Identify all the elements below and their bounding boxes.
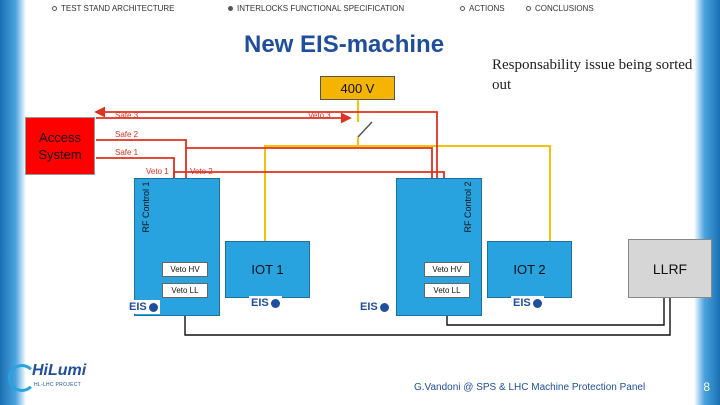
veto-ll-box-2: Veto LL: [424, 283, 470, 298]
right-decor-strip: [694, 0, 720, 405]
eis-logo-4: EIS: [511, 296, 544, 310]
eis-logo-2: EIS: [249, 296, 282, 310]
slide-title: New EIS-machine: [244, 31, 445, 58]
veto1-label: Veto 1: [146, 167, 169, 176]
bullet-icon: [526, 6, 531, 12]
iot-1-box: IOT 1: [225, 241, 310, 298]
nav-item-actions[interactable]: ACTIONS: [460, 4, 505, 13]
power-switch: [357, 121, 373, 138]
eis-logo-1: EIS: [127, 300, 160, 314]
hilumi-logo: HiLumi HL-LHC PROJECT: [8, 360, 96, 396]
access-system-box: Access System: [25, 117, 95, 175]
veto2-label: Veto 2: [190, 167, 213, 176]
eis-emblem-icon: [148, 302, 158, 312]
nav-item-test-stand[interactable]: TEST STAND ARCHITECTURE: [52, 4, 175, 13]
bullet-icon: [460, 6, 465, 12]
veto-hv-box-2: Veto HV: [424, 262, 470, 277]
supply-400v-box: 400 V: [320, 76, 395, 100]
eis-emblem-icon: [270, 298, 280, 308]
bullet-icon: [228, 6, 233, 12]
eis-emblem-icon: [532, 298, 542, 308]
eis-emblem-icon: [379, 302, 389, 312]
footer-text: G.Vandoni @ SPS & LHC Machine Protection…: [414, 382, 646, 393]
safe2-label: Safe 2: [115, 130, 139, 139]
eis-logo-3: EIS: [358, 300, 391, 314]
veto-hv-box-1: Veto HV: [162, 262, 208, 277]
swoosh-icon: [8, 364, 36, 392]
llrf-box: LLRF: [628, 239, 712, 298]
rf-control-2-label: RF Control 2: [463, 181, 473, 233]
nav-item-conclusions[interactable]: CONCLUSIONS: [526, 4, 594, 13]
left-decor-strip: [0, 0, 26, 405]
page-number: 8: [703, 380, 710, 394]
safe3-label: Safe 3: [115, 111, 139, 120]
safe1-label: Safe 1: [115, 148, 139, 157]
bullet-icon: [52, 6, 57, 12]
note-text: Responsability issue being sorted out: [492, 57, 693, 93]
veto-ll-box-1: Veto LL: [162, 283, 208, 298]
iot-2-box: IOT 2: [487, 241, 572, 298]
rf-control-1-label: RF Control 1: [141, 181, 151, 233]
veto3-label: Veto 3: [308, 111, 331, 120]
nav-item-interlocks[interactable]: INTERLOCKS FUNCTIONAL SPECIFICATION: [228, 4, 404, 13]
